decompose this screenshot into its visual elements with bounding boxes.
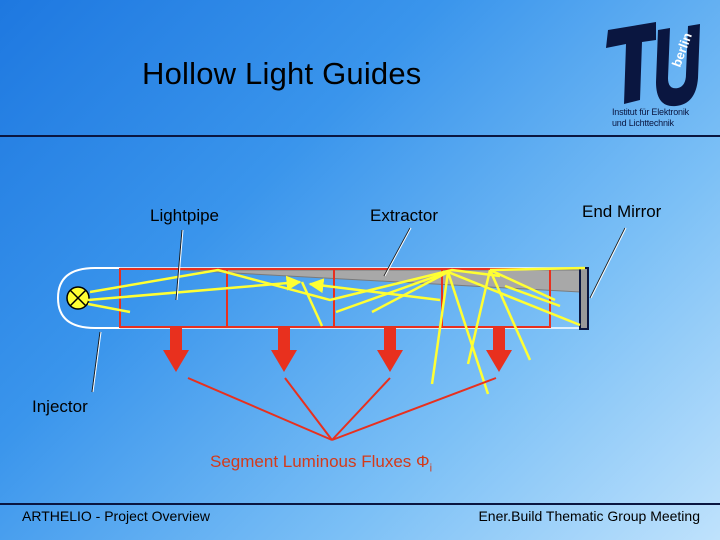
bottom-rule — [0, 503, 720, 505]
injector-label: Injector — [32, 397, 88, 416]
flux-arrow-1 — [163, 326, 189, 372]
extractor-label: Extractor — [370, 206, 439, 225]
end-mirror — [579, 267, 589, 330]
logo-caption-line1: Institut für Elektronik — [612, 107, 689, 117]
flux-arrow-2 — [271, 326, 297, 372]
flux-arrow-3 — [377, 326, 403, 372]
end-mirror-label: End Mirror — [582, 202, 662, 221]
segment-fluxes-text: Segment Luminous Fluxes Φ — [210, 452, 430, 471]
injector-housing — [56, 267, 120, 329]
label-pointers — [91, 227, 626, 393]
footer-right: Ener.Build Thematic Group Meeting — [478, 508, 700, 524]
flux-arrow-4 — [486, 326, 512, 372]
flux-connector-lines — [187, 377, 497, 441]
slide-title: Hollow Light Guides — [142, 56, 422, 91]
top-rule — [0, 135, 720, 137]
light-rays — [87, 266, 586, 395]
segment-fluxes-label: Segment Luminous Fluxes Φi — [210, 452, 432, 474]
logo-caption: Institut für Elektronik und Lichttechnik — [612, 107, 704, 129]
logo-caption-line2: und Lichttechnik — [612, 118, 674, 128]
segment-fluxes-subscript: i — [429, 462, 433, 475]
footer-left: ARTHELIO - Project Overview — [22, 508, 211, 524]
tu-berlin-logo: berlin — [606, 22, 700, 107]
flux-arrows — [163, 326, 512, 372]
lightpipe-label: Lightpipe — [150, 206, 220, 225]
